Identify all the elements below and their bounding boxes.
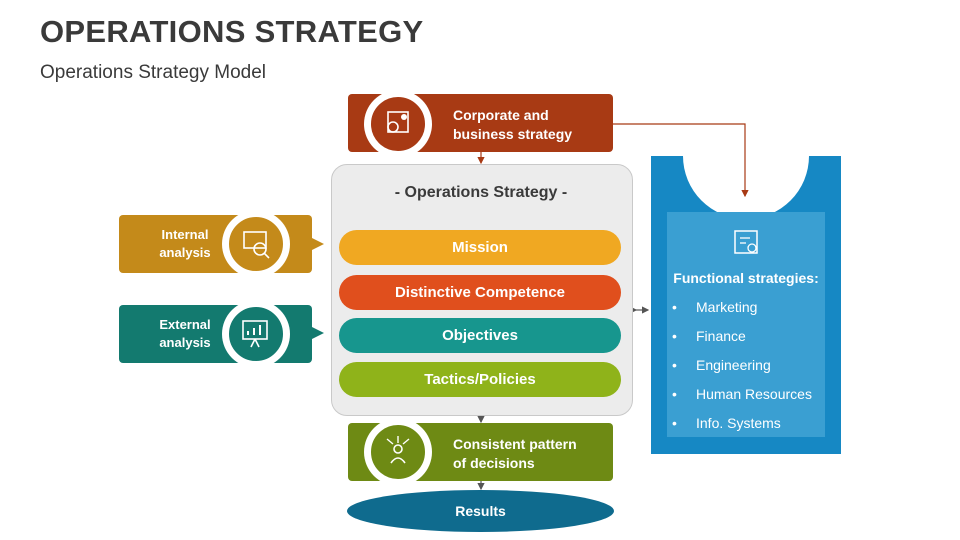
internal-label-1: Internal (161, 227, 209, 242)
functional-item-label: Engineering (696, 357, 771, 373)
internal-icon-circle (227, 215, 285, 273)
distinctive-competence-pill: Distinctive Competence (339, 275, 621, 310)
corporate-strategy-label-1: Corporate and (453, 107, 549, 123)
blueprint-icon (734, 230, 758, 254)
list-item: •Marketing (672, 299, 758, 315)
functional-strategies-list: •Marketing •Finance •Engineering •Human … (672, 296, 812, 441)
list-item: •Finance (672, 328, 746, 344)
corporate-icon-circle (369, 95, 427, 153)
arrow-corporate-to-functional (613, 123, 749, 198)
results-ellipse: Results (347, 490, 614, 532)
operations-strategy-title: - Operations Strategy - (394, 184, 568, 201)
external-icon-circle (227, 305, 285, 363)
functional-item-label: Human Resources (696, 386, 812, 402)
corporate-strategy-label-2: business strategy (453, 126, 573, 142)
external-arrow-icon (312, 327, 324, 339)
page-title: OPERATIONS STRATEGY (40, 14, 424, 49)
list-item: •Engineering (672, 357, 771, 373)
functional-item-label: Finance (696, 328, 746, 344)
objectives-pill: Objectives (339, 318, 621, 353)
decisions-label-2: of decisions (453, 455, 535, 471)
tactics-policies-pill: Tactics/Policies (339, 362, 621, 397)
decisions-label-1: Consistent pattern (453, 436, 577, 452)
internal-arrow-icon (312, 238, 324, 250)
functional-item-label: Info. Systems (696, 415, 781, 431)
decision-person-icon (386, 436, 410, 464)
puzzle-gear-icon (387, 111, 409, 133)
mission-pill: Mission (339, 230, 621, 265)
page-subtitle: Operations Strategy Model (40, 62, 267, 83)
functional-strategies-panel (651, 156, 841, 454)
presentation-chart-icon (242, 320, 268, 348)
functional-item-label: Marketing (696, 299, 758, 315)
decisions-icon-circle (369, 423, 427, 481)
external-label-1: External (159, 317, 211, 332)
analytics-magnifier-icon (243, 231, 270, 259)
list-item: •Info. Systems (672, 415, 781, 431)
external-label-2: analysis (159, 335, 211, 350)
list-item: •Human Resources (672, 386, 812, 402)
functional-strategies-title: Functional strategies: (673, 270, 819, 286)
internal-label-2: analysis (159, 245, 211, 260)
